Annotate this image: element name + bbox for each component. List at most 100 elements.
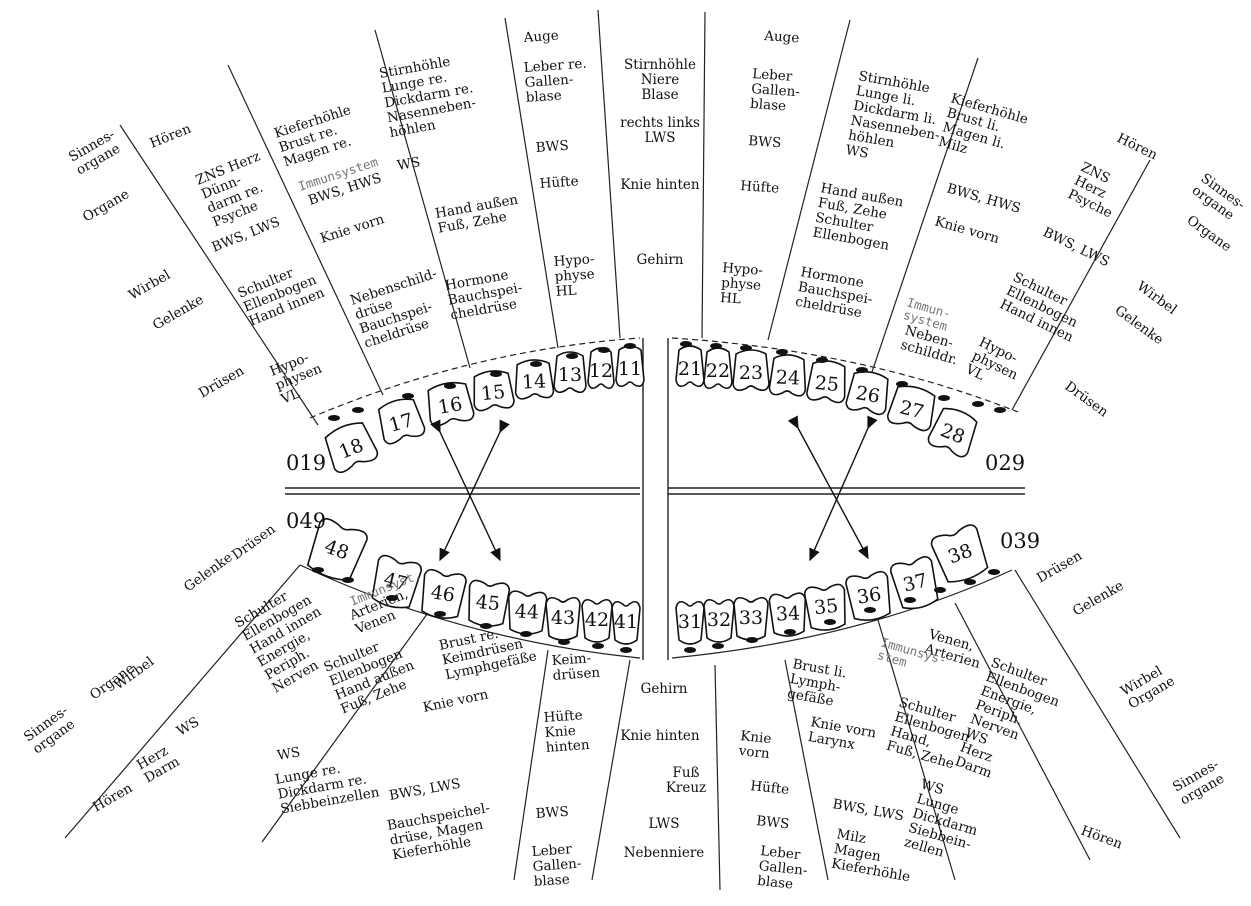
- contact-dot: [856, 367, 868, 373]
- sector-text-u27-28: ZNSHerzPsyche: [1065, 159, 1128, 221]
- row-label-upper-left: Organe: [80, 186, 132, 225]
- sector-text-l43: HüfteKniehinten: [543, 707, 590, 756]
- tooth-number: 41: [614, 611, 638, 633]
- row-label-upper-left: Gelenke: [150, 292, 206, 334]
- sector-text-l43: BWS: [535, 804, 569, 822]
- sector-text-u16-15: Nebenschild-drüseBauchspei-cheldrüse: [348, 266, 453, 352]
- sector-text-u23-24: Hand außenFuß, ZeheSchulterEllenbogen: [811, 180, 905, 255]
- sector-text-l44: Bauchspeichel-drüse, MagenKieferhöhle: [386, 800, 496, 863]
- tooth-number: 31: [678, 611, 702, 633]
- contact-dot: [624, 343, 636, 349]
- sector-text-l48-47: HerzDarm: [134, 740, 183, 786]
- sector-text-l48-47: WS: [174, 714, 202, 739]
- contact-dot: [312, 567, 324, 573]
- sector-divider-line: [702, 12, 705, 338]
- sector-text-u23-24: StirnhöhleLunge li.Dickdarm li.Nasennebe…: [844, 68, 948, 173]
- tooth-number: 26: [854, 382, 882, 408]
- contact-dot: [684, 647, 696, 653]
- contact-dot: [558, 639, 570, 645]
- contact-dot: [776, 349, 788, 355]
- sector-text-u22: Hypo-physeHL: [720, 260, 764, 309]
- sector-text-l34: Knie vornLarynx: [807, 714, 878, 756]
- sector-text-u12: Leber re.Gallen-blase: [523, 56, 589, 106]
- sector-text-u12: Auge: [522, 28, 559, 46]
- contact-dot: [988, 569, 1000, 575]
- contact-dot: [598, 347, 610, 353]
- sector-text-u12: Hüfte: [539, 173, 579, 192]
- tooth-25: 25: [806, 359, 848, 403]
- quadrant-label-049: 049: [286, 509, 326, 533]
- row-label-lower-right: Drüsen: [1034, 548, 1085, 587]
- tooth-number: 21: [678, 358, 702, 380]
- tooth-number: 45: [475, 591, 501, 615]
- row-label-lower-right: Gelenke: [1070, 578, 1126, 620]
- contact-dot: [746, 637, 758, 643]
- sector-text-u23-24: HormoneBauchspei-cheldrüse: [794, 264, 876, 322]
- contact-dot: [402, 393, 414, 399]
- row-label-lower-left: Drüsen: [229, 521, 279, 563]
- contact-dot: [566, 353, 578, 359]
- tooth-number: 14: [521, 370, 546, 393]
- sector-text-u12: BWS: [535, 138, 569, 156]
- sector-text-u11-21: rechts linksLWS: [620, 115, 700, 146]
- tooth-45: 45: [466, 580, 510, 628]
- tooth-26: 26: [845, 369, 891, 416]
- tooth-number: 12: [589, 360, 613, 382]
- tooth-27: 27: [886, 382, 938, 432]
- quadrant-labels: 019029049039: [286, 451, 1040, 553]
- tooth-number: 32: [707, 609, 731, 631]
- contact-dot: [964, 579, 976, 585]
- contact-dot: [352, 407, 364, 413]
- tooth-number: 33: [739, 607, 763, 629]
- contact-dot: [740, 345, 752, 351]
- row-label-upper-right: Wirbel: [1134, 278, 1180, 318]
- tooth-number: 24: [775, 366, 800, 389]
- sector-text-u12: Hypo-physeHL: [553, 251, 597, 300]
- tooth-number: 44: [514, 600, 539, 623]
- sector-text-l35-36: WSLungeDickdarmSiebbein-zellen: [902, 776, 987, 868]
- tooth-number: 42: [585, 609, 609, 631]
- tooth-32: 32: [704, 600, 734, 642]
- sector-text-u22: LeberGallen-blase: [750, 66, 802, 115]
- sector-text-u25-26: BWS, HWS: [945, 180, 1023, 216]
- tooth-35: 35: [804, 584, 848, 632]
- tooth-number: 46: [429, 581, 456, 607]
- tooth-31: 31: [676, 602, 704, 644]
- row-label-lower-left: Gelenke: [181, 549, 236, 595]
- quadrant-label-029: 029: [985, 451, 1025, 475]
- row-label-upper-left: Drüsen: [196, 363, 247, 402]
- tooth-38: 38: [929, 523, 991, 587]
- tooth-44: 44: [507, 591, 547, 635]
- sector-divider-line: [598, 10, 620, 338]
- cross-arrow: [798, 428, 868, 558]
- sector-text-l33: Hüfte: [750, 778, 790, 798]
- contact-dot: [816, 357, 828, 363]
- sector-text-u11-21: Knie hinten: [620, 177, 699, 193]
- tooth-number: 15: [480, 381, 506, 405]
- sector-text-u27-28: Hypo-physenVL: [962, 334, 1027, 397]
- tooth-43: 43: [546, 598, 580, 640]
- tooth-number: 22: [706, 360, 730, 382]
- sector-text-l43: Keim-drüsen: [551, 650, 601, 684]
- contact-dot: [712, 643, 724, 649]
- tooth-41: 41: [612, 602, 640, 644]
- sector-text-u25-26: KieferhöhleBrust li.Magen li.Milz: [936, 90, 1029, 171]
- tooth-23: 23: [733, 350, 769, 390]
- sector-text-l44: BWS, LWS: [388, 776, 462, 804]
- tooth-number: 23: [739, 362, 763, 384]
- tooth-28: 28: [926, 404, 981, 459]
- tooth-number: 11: [618, 358, 642, 380]
- contact-dot: [934, 587, 946, 593]
- contact-dot: [864, 607, 876, 613]
- quadrant-label-019: 019: [286, 451, 326, 475]
- sector-text-l43: LeberGallen-blase: [531, 841, 583, 890]
- contact-dot: [530, 361, 542, 367]
- sector-text-u14-13: HormoneBauchspei-cheldrüse: [444, 265, 526, 323]
- sector-text-l33: LeberGallen-blase: [756, 843, 809, 894]
- tooth-36: 36: [845, 571, 894, 623]
- contact-dot: [592, 643, 604, 649]
- tooth-number: 34: [775, 602, 800, 625]
- tooth-18: 18: [321, 418, 379, 474]
- tooth-number: 13: [558, 364, 582, 386]
- sector-text-u27-28: Hören: [1114, 130, 1160, 163]
